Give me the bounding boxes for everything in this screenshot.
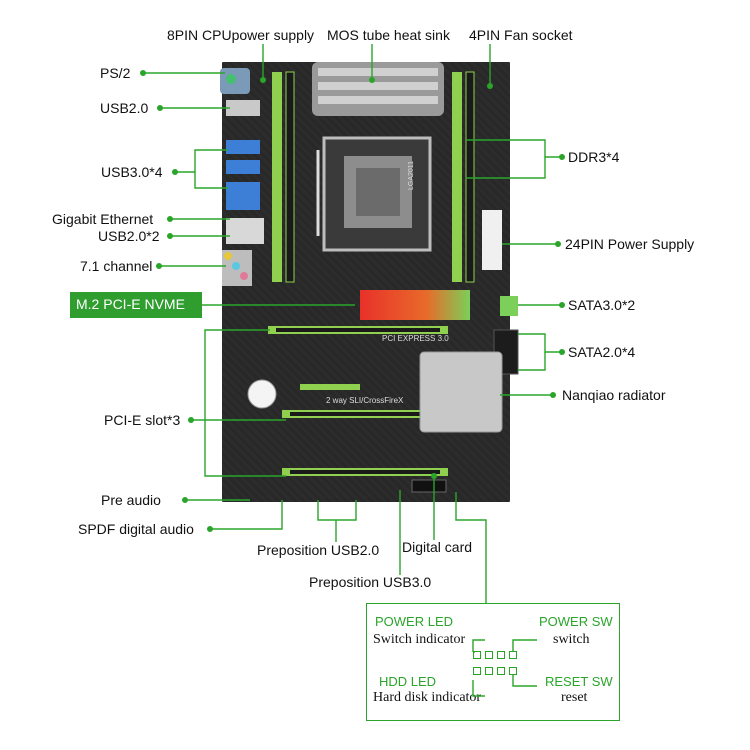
label-ps2: PS/2: [100, 65, 131, 81]
label-sata3: SATA3.0*2: [568, 297, 636, 313]
front-panel-pin-header: [471, 649, 525, 681]
label-m2-nvme: M.2 PCI-E NVME: [70, 292, 202, 318]
label-preposition-usb30: Preposition USB3.0: [309, 574, 432, 590]
legend-switch-indicator: Switch indicator: [373, 632, 466, 647]
legend-hard-disk-indicator: Hard disk indicator: [373, 690, 482, 705]
label-mos-heatsink: MOS tube heat sink: [327, 27, 450, 43]
legend-reset-sw: RESET SW: [545, 674, 613, 689]
pin: [485, 667, 493, 675]
atx-24pin-connector: [482, 210, 502, 270]
label-nanqiao-radiator: Nanqiao radiator: [562, 387, 666, 403]
front-panel-legend: POWER LED Switch indicator POWER SW swit…: [366, 603, 620, 721]
pin: [473, 667, 481, 675]
label-ddr3: DDR3*4: [568, 149, 620, 165]
board-text-lga: LGA2011: [408, 160, 415, 190]
label-pcie-slots: PCI-E slot*3: [104, 412, 181, 428]
board-text-sli: 2 way SLI/CrossFireX: [326, 396, 404, 405]
pin: [473, 651, 481, 659]
pin: [497, 667, 505, 675]
label-digital-card: Digital card: [402, 539, 473, 555]
sata3-ports: [500, 296, 518, 316]
pin: [497, 651, 505, 659]
debug-display: [411, 479, 447, 493]
legend-hdd-led: HDD LED: [379, 674, 437, 689]
cmos-battery: [247, 379, 277, 409]
label-24pin-power: 24PIN Power Supply: [565, 236, 695, 252]
label-spdf-audio: SPDF digital audio: [78, 521, 194, 537]
label-fan-socket: 4PIN Fan socket: [469, 27, 573, 43]
pin: [485, 651, 493, 659]
m2-ssd: [360, 290, 470, 320]
legend-switch: switch: [553, 632, 590, 647]
label-usb30x4: USB3.0*4: [101, 164, 163, 180]
label-71-channel: 7.1 channel: [80, 258, 153, 274]
leader-lines: [140, 44, 565, 603]
legend-reset: reset: [561, 690, 588, 705]
label-preposition-usb20: Preposition USB2.0: [257, 542, 380, 558]
label-gigabit-ethernet: Gigabit Ethernet: [52, 211, 154, 227]
board-text-pcie-express: PCI EXPRESS 3.0: [382, 334, 449, 343]
legend-power-led: POWER LED: [375, 614, 454, 629]
legend-leader-lines: [472, 639, 537, 697]
label-pre-audio: Pre audio: [101, 492, 161, 508]
cpu-socket: [316, 136, 432, 252]
legend-power-sw: POWER SW: [539, 614, 613, 629]
label-sata2: SATA2.0*4: [568, 344, 636, 360]
pcie-slots: [268, 326, 448, 476]
mos-heatsink: [312, 62, 444, 116]
southbridge-heatsink: [419, 351, 503, 433]
label-cpu-power: 8PIN CPUpower supply: [167, 27, 315, 43]
rear-io: [220, 68, 264, 286]
label-usb20: USB2.0: [100, 100, 149, 116]
dimm-slots: [272, 71, 475, 283]
label-usb20x2: USB2.0*2: [98, 228, 160, 244]
